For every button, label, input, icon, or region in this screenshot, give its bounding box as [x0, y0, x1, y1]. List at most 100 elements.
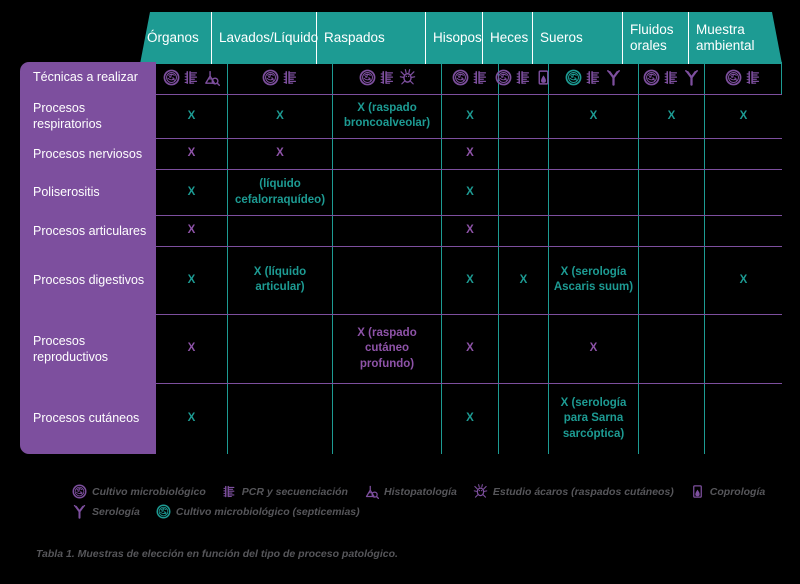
table-cell-2-2 [333, 169, 442, 216]
culture-purple-icon [163, 69, 180, 86]
technique-cell-6 [639, 62, 705, 94]
culture-teal-icon [156, 504, 171, 519]
column-header-label: Muestra ambiental [696, 22, 755, 53]
row-label-sidebar [20, 62, 156, 454]
table-cell-6-4 [499, 384, 549, 455]
icon-group [262, 69, 299, 86]
table-cell-4-1: X (líquido articular) [228, 246, 333, 314]
table-cell-1-3: X [442, 139, 499, 169]
table-cell-4-2 [333, 246, 442, 314]
table-row: X(líquido cefalorraquídeo)X [156, 169, 782, 217]
mites-icon [399, 69, 415, 85]
table-cell-2-4 [499, 169, 549, 216]
table-cell-5-6 [639, 314, 705, 384]
table-cell-0-1: X [228, 94, 333, 139]
table-cell-2-5 [549, 169, 639, 216]
legend-item-label: Coprología [709, 485, 766, 498]
legend-item-label: Cultivo microbiológico (septicemias) [175, 505, 360, 518]
technique-cell-4 [495, 62, 549, 94]
pcr-icon [516, 71, 530, 85]
culture-purple-icon [643, 69, 660, 86]
row-label-tecnicas-a-realizar: Técnicas a realizar [33, 70, 138, 85]
header-band [140, 12, 782, 64]
table-cell-3-1 [228, 216, 333, 246]
table-cell-5-1 [228, 314, 333, 384]
legend-item-culture-purple: Cultivo microbiológico [72, 484, 206, 499]
table-cell-6-5: X (serología para Sarna sarcóptica) [549, 384, 639, 455]
table-caption: Tabla 1. Muestras de elección en función… [36, 548, 398, 560]
row-label-0: Procesos respiratorios [33, 101, 102, 131]
table-cell-6-2 [333, 384, 442, 455]
culture-purple-icon [72, 484, 87, 499]
table-cell-4-3: X [442, 246, 499, 314]
table-cell-4-5: X (serología Ascaris suum) [549, 246, 639, 314]
culture-purple-icon [359, 69, 375, 86]
table-cell-2-1: (líquido cefalorraquídeo) [228, 169, 333, 216]
table-cell-1-6 [639, 139, 705, 169]
legend-item-label: Estudio ácaros (raspados cutáneos) [492, 485, 674, 498]
table-cell-5-2: X (raspado cutáneo profundo) [333, 314, 442, 384]
row-label-1: Procesos nerviosos [33, 146, 143, 161]
pcr-icon [746, 71, 759, 85]
icon-group [359, 69, 416, 86]
table-cell-0-4 [499, 94, 549, 139]
legend: Cultivo microbiológico PCR y secuenciació… [72, 484, 784, 519]
table-cell-6-3: X [442, 384, 499, 455]
pcr-icon [223, 485, 235, 498]
icon-group [565, 69, 622, 86]
column-header-7: Muestra ambiental [689, 12, 766, 64]
table-cell-5-7 [705, 315, 782, 384]
technique-cell-2 [333, 62, 442, 94]
legend-item-coprology: Coprología [690, 484, 765, 499]
table-cell-6-1 [228, 384, 333, 455]
table-cell-5-0: X [156, 314, 228, 384]
column-header-label: Heces [490, 30, 529, 46]
histopathology-icon [365, 485, 379, 499]
table-cell-0-3: X [442, 94, 499, 139]
legend-item-pcr: PCR y secuenciación [222, 484, 348, 499]
column-header-2: Raspados [317, 12, 426, 64]
icon-group [495, 69, 552, 86]
serology-icon [685, 70, 698, 86]
legend-item-label: Histopatología [383, 485, 457, 498]
table-cell-0-0: X [156, 94, 228, 139]
legend-item-mites: Estudio ácaros (raspados cutáneos) [473, 484, 674, 499]
serology-icon [73, 504, 86, 519]
row-label-4: Procesos digestivos [33, 272, 145, 287]
table-cell-6-0: X [156, 384, 228, 455]
table-cell-5-5: X [549, 314, 639, 384]
column-header-5: Sueros [533, 12, 623, 64]
legend-item-label: Cultivo microbiológico [92, 485, 206, 498]
column-header-label: Órganos [147, 30, 199, 46]
culture-purple-icon [452, 69, 468, 86]
column-header-label: Raspados [324, 30, 385, 46]
table-cell-0-7: X [739, 109, 748, 122]
row-label-3: Procesos articulares [33, 223, 147, 238]
pcr-icon [473, 71, 486, 85]
technique-cell-5 [549, 62, 639, 94]
row-label-2: Poliserositis [33, 185, 100, 200]
table-cell-0-2: X (raspado broncoalveolar) [333, 94, 442, 139]
column-header-label: Fluidos orales [630, 22, 674, 53]
table-row: X X X (serología para Sarna sarcóptica) [156, 384, 782, 455]
technique-cell-7 [705, 62, 782, 94]
table-cell-1-1: X [228, 139, 333, 169]
legend-item-serology: Serología [72, 504, 140, 519]
column-header-label: Sueros [540, 30, 583, 46]
coprology-icon [538, 70, 549, 85]
culture-teal-icon [565, 69, 582, 86]
table-cell-5-4 [499, 314, 549, 384]
culture-purple-icon [262, 69, 278, 86]
icon-group [163, 69, 220, 87]
table-cell-3-0: X [156, 216, 228, 246]
column-header-label: Lavados/Líquido [219, 30, 319, 46]
legend-item-culture-teal: Cultivo microbiológico (septicemias) [156, 504, 360, 519]
table-cell-4-4: X [499, 246, 549, 314]
table-cell-3-4 [499, 216, 549, 246]
table-cell-3-7 [705, 216, 782, 246]
